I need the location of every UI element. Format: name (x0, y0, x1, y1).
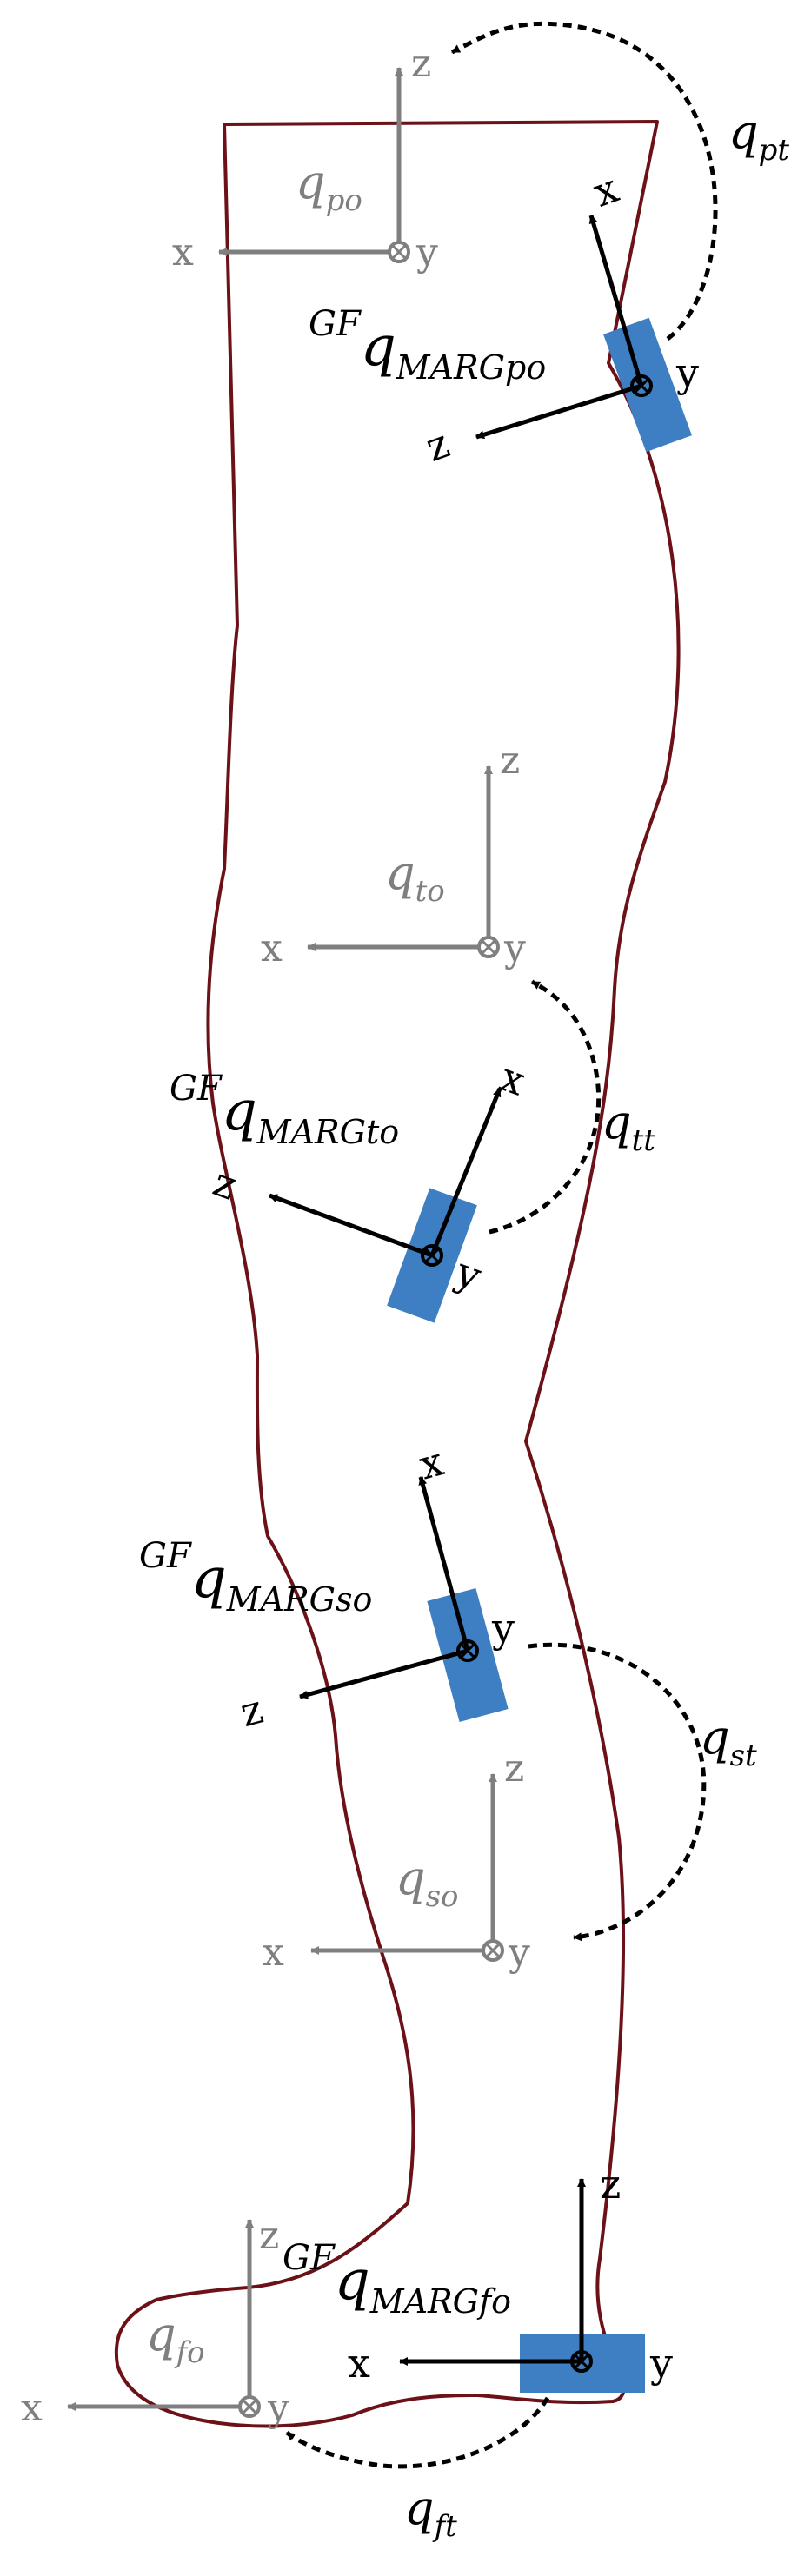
thigh-sensor-label: GFqMARGto (170, 1069, 399, 1151)
pelvis-ref-x-label: x (172, 230, 194, 275)
thigh-sensor-y-axis-symbol (421, 1244, 443, 1267)
foot-rotation-label: qft (404, 2480, 457, 2544)
thigh-sensor-x-axis (429, 1088, 502, 1256)
pelvis-sensor-z-axis (475, 383, 642, 440)
pelvis-sensor-label: GFqMARGpo (309, 304, 546, 387)
pelvis-sensor-z-label: z (420, 420, 455, 471)
thigh-reference-frame: z x y qto (261, 738, 526, 970)
foot-ref-y-label: y (267, 2386, 289, 2430)
thigh-rotation-arc (489, 979, 602, 1235)
thigh-ref-z-label: z (500, 738, 520, 783)
foot-sensor-y-axis-symbol (570, 2350, 593, 2373)
foot-rotation-arc (285, 2396, 550, 2469)
shank-marg-sensor: x z y GFqMARGso (139, 1438, 515, 1737)
foot-sensor-label: GFqMARGfo (283, 2238, 511, 2321)
pelvis-sensor-body (603, 317, 692, 453)
thigh-sensor-x-label: x (495, 1053, 532, 1105)
shank-sensor-z-label: z (236, 1685, 268, 1736)
thigh-ref-y-label: y (503, 926, 526, 970)
foot-sensor-z-label: z (600, 2161, 621, 2208)
thigh-rotation-label: qtt (602, 1095, 655, 1158)
pelvis-ref-z-label: z (411, 42, 431, 86)
foot-ref-z-label: z (259, 2214, 279, 2258)
pelvis-sensor-x-axis (588, 215, 644, 387)
thigh-ref-y-axis-symbol (477, 936, 500, 958)
pelvis-ref-y-axis-symbol (388, 241, 410, 263)
shank-reference-frame: z x y qso (263, 1746, 530, 1975)
shank-sensor-z-axis (299, 1648, 469, 1699)
shank-ref-x-label: x (263, 1930, 284, 1975)
foot-reference-frame: z x y qfo (21, 2214, 289, 2430)
foot-ref-y-axis-symbol (238, 2395, 261, 2418)
shank-ref-z-label: z (504, 1746, 524, 1791)
pelvis-rotation-label: qpt (728, 104, 789, 168)
thigh-sensor-z-axis (269, 1193, 433, 1258)
pelvis-rotation-arc (450, 21, 718, 341)
pelvis-ref-label: qpo (296, 155, 362, 218)
shank-sensor-y-axis-symbol (456, 1639, 479, 1662)
shank-ref-label: qso (396, 1851, 459, 1914)
shank-ref-y-label: y (508, 1930, 530, 1975)
pelvis-sensor-y-axis-symbol (630, 374, 653, 397)
shank-sensor-x-axis (418, 1476, 470, 1652)
foot-ref-label: qfo (146, 2307, 205, 2370)
shank-sensor-x-label: x (415, 1438, 449, 1489)
pelvis-reference-frame: z x y qpo (172, 42, 438, 275)
leg-outline (114, 120, 681, 2428)
thigh-ref-x-label: x (261, 926, 283, 970)
shank-rotation-label: qst (700, 1710, 757, 1773)
shank-sensor-body (427, 1587, 509, 1723)
shank-sensor-label: GFqMARGso (139, 1536, 372, 1619)
thigh-marg-sensor: x z y GFqMARGto (170, 1053, 532, 1323)
shank-sensor-y-label: y (491, 1605, 515, 1652)
foot-ref-x-label: x (21, 2386, 43, 2430)
thigh-sensor-z-label: z (208, 1158, 243, 1209)
pelvis-ref-y-label: y (415, 230, 438, 275)
thigh-ref-label: qto (385, 845, 445, 909)
foot-sensor-x-label: x (348, 2340, 370, 2387)
pelvis-marg-sensor: x z y GFqMARGpo (309, 164, 699, 471)
shank-rotation-arc (528, 1642, 707, 1942)
pelvis-sensor-x-label: x (587, 164, 624, 216)
foot-marg-sensor: z x y GFqMARGfo (283, 2161, 673, 2393)
pelvis-sensor-y-label: y (675, 349, 699, 396)
foot-sensor-y-label: y (649, 2340, 673, 2387)
shank-ref-y-axis-symbol (482, 1939, 504, 1962)
